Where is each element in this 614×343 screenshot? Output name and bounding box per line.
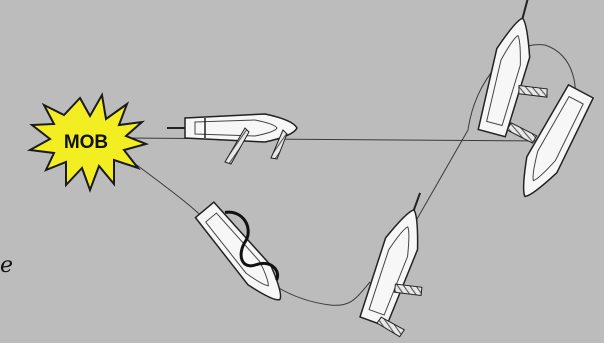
hull-tacking — [477, 17, 531, 138]
edge-glyph: e — [0, 253, 13, 278]
hull-running — [522, 83, 595, 198]
sail-jib-tacking — [518, 84, 548, 98]
boat-reach — [167, 113, 298, 165]
sail-main-reach — [224, 127, 250, 165]
sheet-tangle — [224, 210, 280, 281]
hull-approach — [194, 201, 282, 301]
deck-reach — [194, 119, 278, 137]
sail-jib-close-hauled — [394, 283, 423, 297]
mob-label: MOB — [64, 132, 108, 153]
deck-close-hauled — [368, 226, 410, 316]
boat-tacking — [477, 0, 548, 144]
mob-burst-icon — [26, 92, 150, 193]
bowsprit-tacking — [521, 0, 529, 19]
boat-running — [522, 83, 595, 198]
boat-close-hauled — [359, 192, 423, 338]
hull-close-hauled — [359, 209, 419, 328]
bowsprit-close-hauled — [412, 192, 421, 211]
deck-running — [532, 95, 584, 182]
sail-main-close-hauled — [376, 316, 406, 338]
page-margin — [604, 0, 614, 343]
boat-approach — [194, 201, 282, 301]
sail-jib-reach — [270, 129, 288, 160]
deck-approach — [205, 212, 269, 287]
mob-marker: MOB — [26, 92, 150, 193]
sail-main-tacking — [506, 122, 538, 144]
deck-tacking — [486, 34, 521, 127]
